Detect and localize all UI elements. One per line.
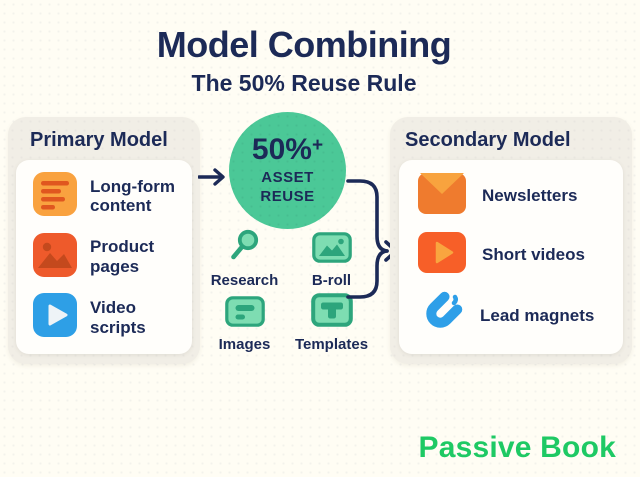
asset-images: Images	[205, 293, 284, 353]
asset-reuse-badge: 50%+ ASSET REUSE	[229, 112, 346, 229]
list-item-label: Newsletters	[482, 185, 578, 205]
asset-label: Research	[210, 272, 279, 289]
list-item-newsletters: Newsletters	[399, 172, 623, 219]
list-item-long-form-content: Long-form content	[16, 171, 192, 221]
primary-model-panel: Primary Model Long-form content	[8, 117, 200, 364]
secondary-model-card: Newsletters Short videos	[399, 160, 623, 354]
reuse-label-line2: REUSE	[260, 187, 315, 205]
magnifier-icon	[228, 229, 262, 268]
list-item-label: Product pages	[90, 237, 155, 276]
page-subtitle: The 50% Reuse Rule	[191, 70, 417, 96]
envelope-icon	[418, 172, 466, 219]
right-arrow-icon	[197, 167, 230, 192]
list-item-label: Video scripts	[90, 298, 146, 337]
image-bars-icon	[224, 296, 265, 332]
brand-logo-text: Passive Book	[418, 431, 616, 464]
asset-label: Templates	[294, 336, 369, 353]
list-item-label: Long-form content	[90, 176, 175, 216]
page-title: Model Combining	[156, 24, 452, 65]
secondary-model-header: Secondary Model	[405, 129, 571, 151]
video-play-icon	[33, 293, 77, 342]
document-lines-icon	[33, 171, 77, 221]
asset-label: Images	[218, 336, 271, 353]
list-item-product-pages: Product pages	[16, 232, 192, 282]
asset-templates: Templates	[292, 293, 371, 353]
broll-image-icon	[311, 232, 352, 268]
reusable-assets-grid: Research B-roll Images	[205, 229, 371, 353]
reuse-percentage: 50%+	[251, 133, 324, 167]
asset-label: B-roll	[311, 272, 352, 289]
list-item-label: Lead magnets	[480, 305, 595, 325]
list-item-video-scripts: Video scripts	[16, 293, 192, 342]
template-icon	[310, 293, 353, 332]
asset-b-roll: B-roll	[292, 229, 371, 289]
product-image-icon	[33, 232, 77, 282]
secondary-model-panel: Secondary Model Newsletters	[390, 117, 632, 364]
list-item-lead-magnets: Lead magnets	[399, 290, 623, 341]
reuse-label-line1: ASSET	[261, 169, 314, 187]
primary-model-card: Long-form content Product pages	[16, 160, 192, 354]
short-video-icon	[418, 231, 466, 278]
primary-model-header: Primary Model	[30, 129, 168, 151]
asset-research: Research	[205, 229, 284, 289]
plus-sign: +	[311, 135, 324, 157]
list-item-short-videos: Short videos	[399, 231, 623, 278]
list-item-label: Short videos	[482, 244, 585, 264]
magnet-icon	[418, 290, 464, 341]
